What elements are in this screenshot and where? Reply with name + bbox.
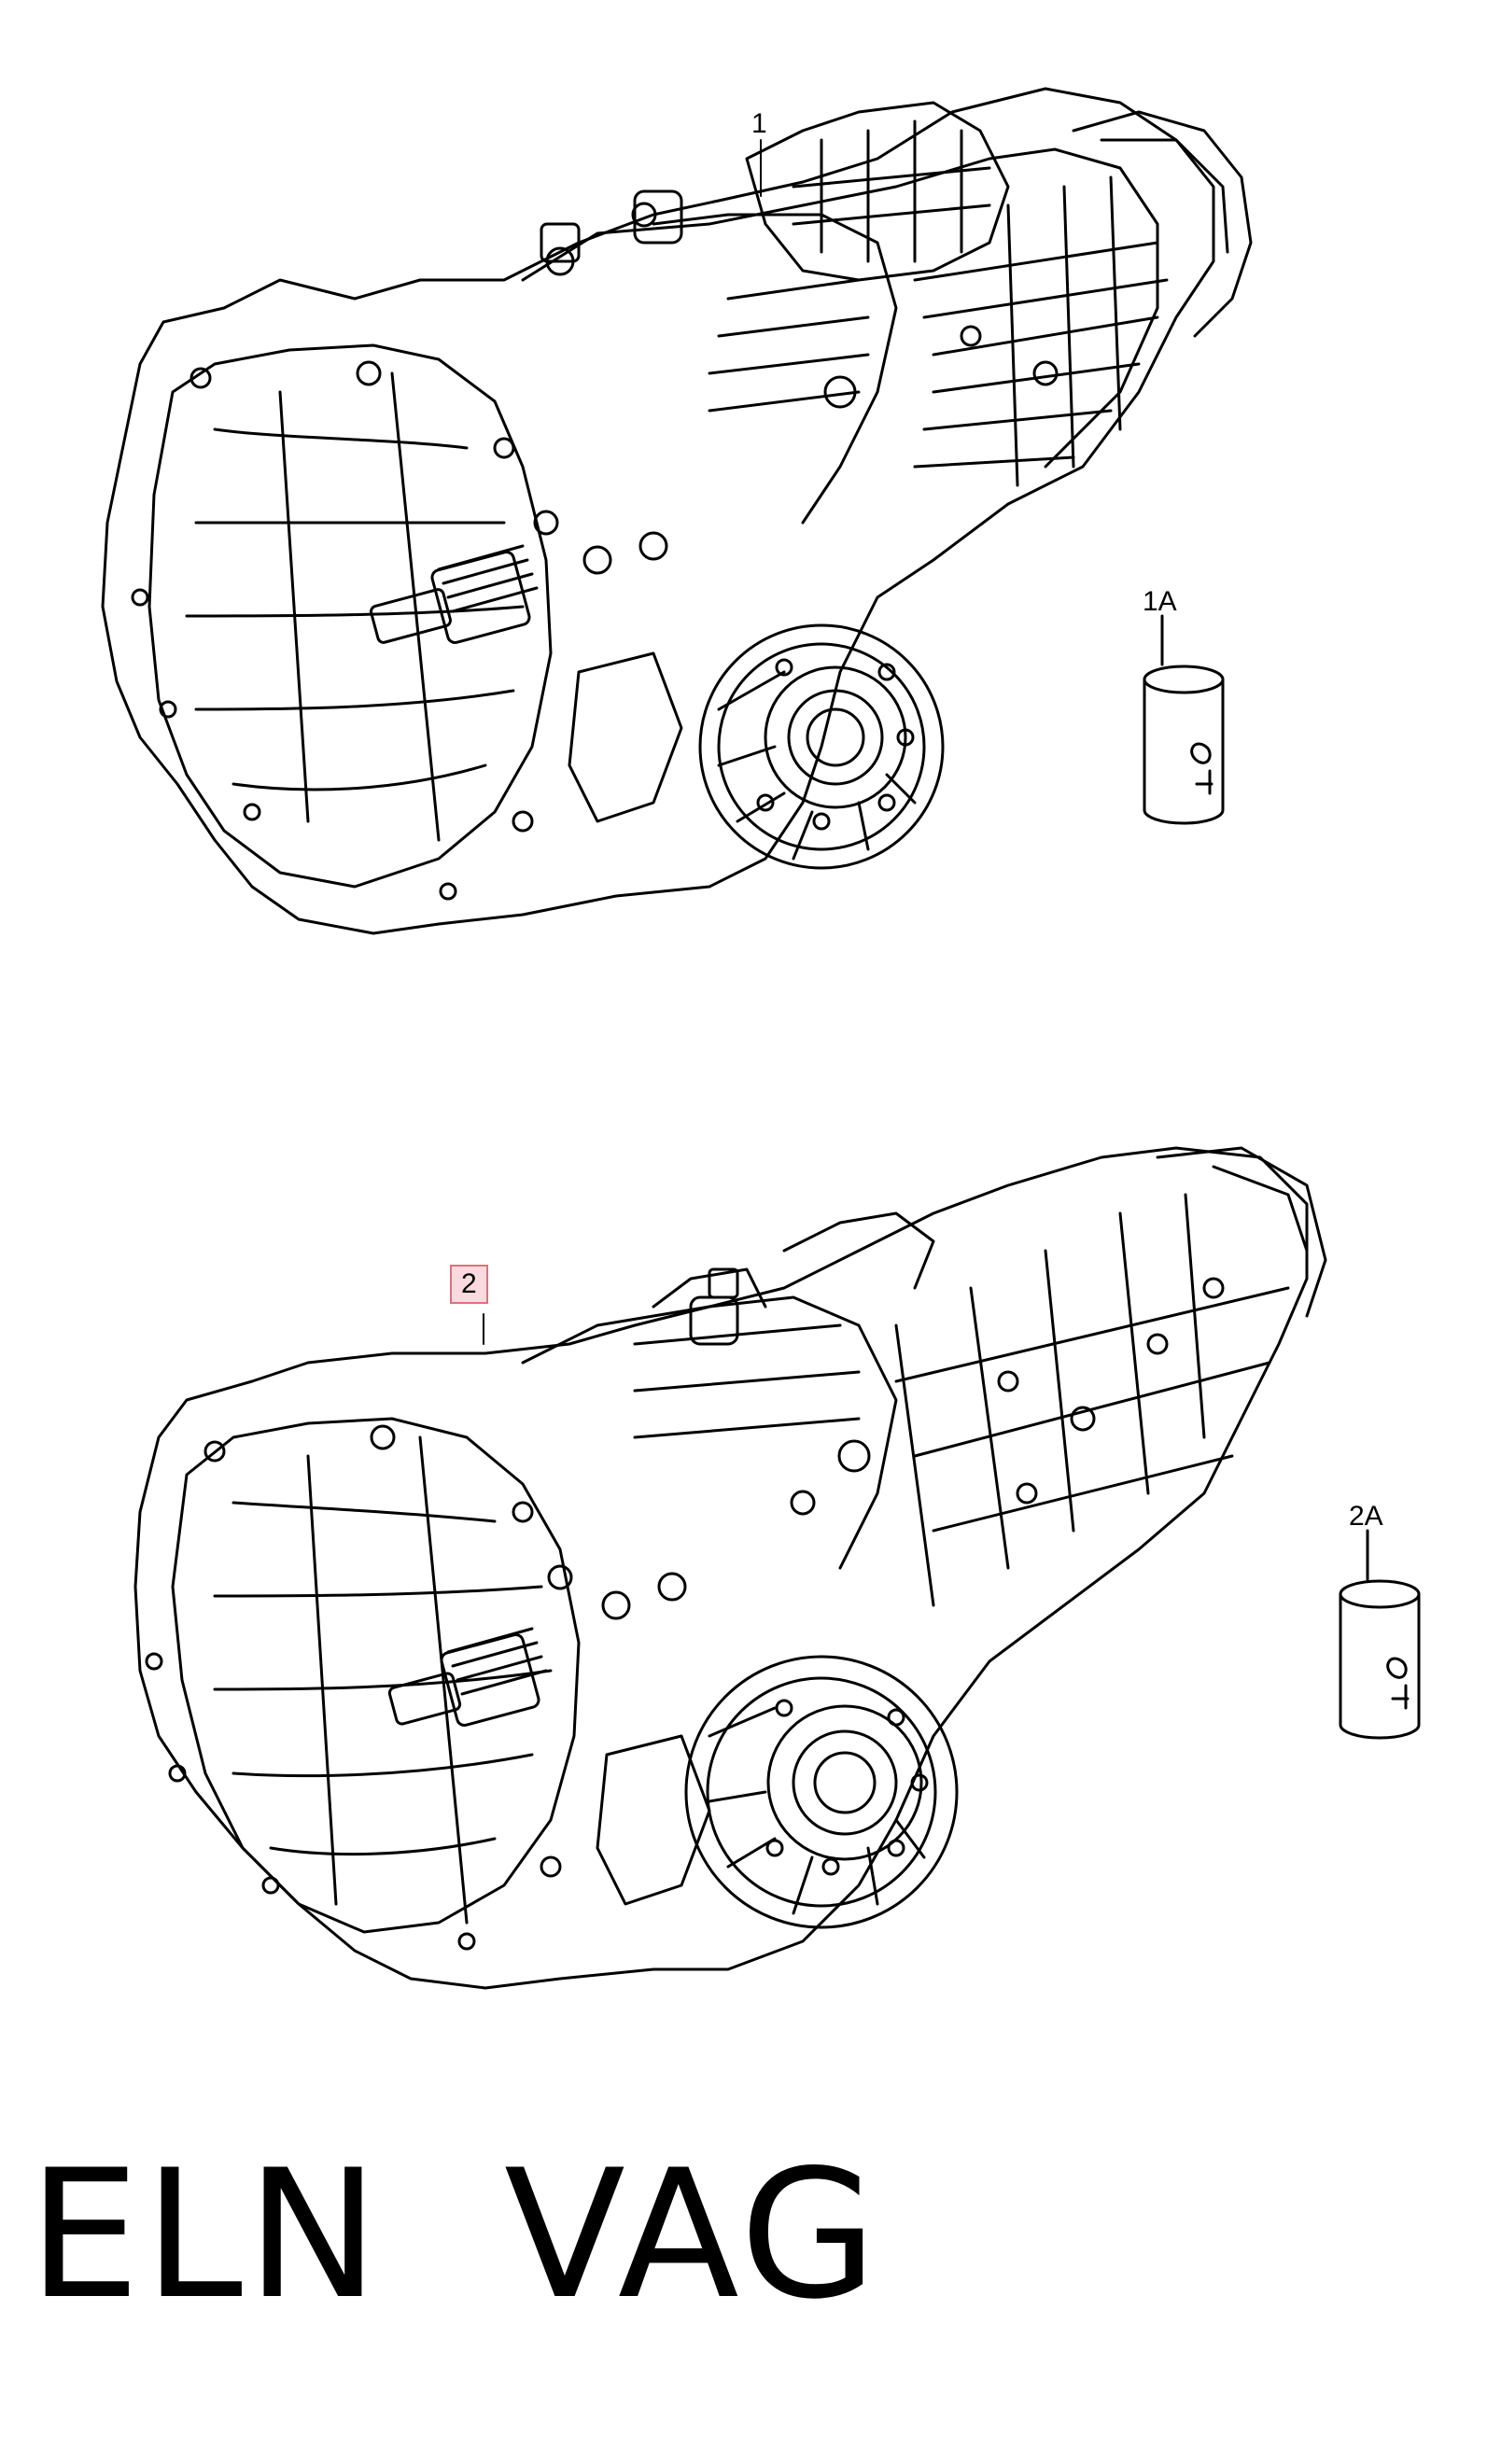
footer-vag-text: VAG xyxy=(504,2132,881,2338)
gearbox-2-drawing xyxy=(133,1146,1327,1990)
gearbox-1-drawing xyxy=(101,87,1253,935)
callout-part-1a: 1A xyxy=(1143,586,1177,617)
footer-eln-text: ELN xyxy=(28,2132,384,2338)
callout-part-2[interactable]: 2 xyxy=(450,1265,488,1304)
oil-can-2a xyxy=(1339,1529,1421,1740)
oil-can-1a xyxy=(1143,614,1225,825)
callout-part-2a: 2A xyxy=(1349,1501,1383,1532)
callout-part-1: 1 xyxy=(751,108,767,139)
